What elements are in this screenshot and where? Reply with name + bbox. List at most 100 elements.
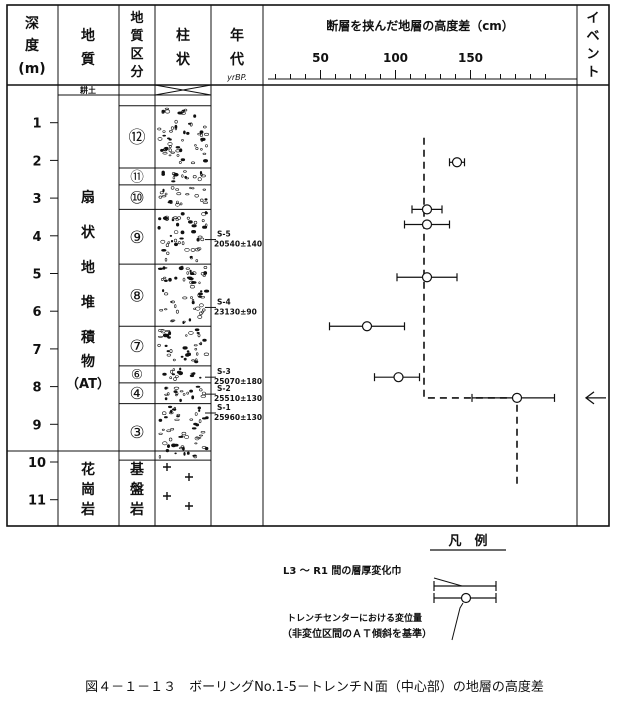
pebble (170, 300, 173, 303)
pebble (190, 248, 196, 252)
age-header: 年 代 yrBP. (226, 27, 247, 82)
pebble (195, 247, 200, 252)
pebble (181, 174, 184, 178)
pebble (170, 320, 174, 323)
pebble (168, 331, 172, 336)
pebble (173, 377, 177, 382)
pebble (167, 137, 171, 140)
figure-caption: 図４－１－１３ ボーリングNo.1-5－トレンチＮ面（中心部）の地層の高度差 (85, 680, 544, 695)
pebble (163, 416, 168, 419)
pebble (202, 152, 207, 155)
pebble (160, 239, 166, 244)
pebble (186, 451, 190, 455)
trend-layer (423, 137, 518, 485)
pebble (174, 242, 179, 247)
pebble (168, 437, 173, 442)
pebble (164, 257, 168, 262)
pebble (199, 303, 204, 308)
geology-header-1: 地 (81, 27, 95, 44)
topsoil-box (154, 84, 212, 96)
pebble (165, 386, 169, 390)
unit-header-1: 地 (130, 10, 143, 26)
pebble (180, 158, 186, 162)
unit-header-3: 区 (130, 47, 143, 62)
pebble (202, 274, 206, 277)
depth-label-6: 6 (32, 305, 41, 320)
unit-header: 地 質 区 分 (130, 10, 143, 80)
pebble (199, 376, 202, 379)
pebble (167, 444, 171, 449)
pebble (183, 130, 186, 135)
pebble (201, 212, 207, 217)
pebble (193, 114, 197, 118)
data-point-2 (421, 219, 433, 230)
pebble (200, 148, 203, 151)
depth-label-4: 4 (32, 230, 41, 245)
pebble (194, 436, 200, 441)
pebble (200, 431, 206, 434)
pebble (178, 161, 182, 164)
pebble (197, 333, 201, 338)
pebble (175, 149, 181, 153)
unit-header-4: 分 (130, 64, 143, 80)
unit-label-1: ⑪ (130, 169, 144, 185)
fan-char-1: 扇 (81, 189, 95, 206)
pebble (172, 358, 176, 362)
pebble (159, 309, 164, 312)
pebble (163, 279, 168, 282)
pebble (199, 130, 204, 134)
pebble (162, 188, 165, 193)
pebble (164, 308, 168, 311)
sample-id-1: S-4 (217, 297, 231, 306)
pebble (179, 390, 184, 393)
pebble (165, 243, 169, 247)
pebble (202, 308, 206, 312)
pebble (193, 220, 198, 225)
pebble (182, 277, 186, 282)
pebble (162, 266, 166, 270)
pebble (164, 344, 168, 348)
pebble (191, 271, 197, 276)
chart-title: 断層を挟んだ地層の高度差（cm） (326, 18, 514, 33)
depth-header-1: 深 (25, 15, 39, 32)
pebble (170, 186, 175, 190)
pebble (171, 218, 175, 222)
fan-char-4: 堆 (81, 294, 95, 311)
pebble (171, 172, 176, 176)
pebble (161, 172, 165, 176)
pebble (164, 292, 169, 296)
pebble (192, 175, 197, 179)
pebble (164, 397, 168, 401)
pebble (181, 431, 187, 436)
fan-code: （AT） (66, 376, 110, 392)
pebble (182, 346, 188, 350)
depth-label-11: 11 (28, 494, 46, 509)
pebble (197, 177, 202, 182)
legend-point-label-1: トレンチセンターにおける変位量 (287, 612, 422, 624)
pebble (186, 131, 190, 135)
pebble (162, 372, 167, 376)
sample-id-4: S-1 (217, 403, 231, 412)
unit-label-7: ④ (130, 384, 145, 403)
depth-label-3: 3 (32, 192, 41, 207)
pebble (197, 315, 203, 319)
pebble (185, 193, 190, 196)
pebble (157, 137, 163, 141)
pebble (168, 411, 174, 415)
pebble (193, 454, 198, 459)
sample-age-4: 25960±130 (214, 413, 262, 422)
x-tick-label-150: 150 (458, 51, 483, 65)
pebble (180, 230, 185, 235)
pebble (191, 187, 195, 190)
pebble (182, 393, 186, 396)
pebble (176, 413, 181, 417)
unit-label-6: ⑥ (131, 367, 143, 383)
pebble (166, 333, 170, 338)
pebble (170, 240, 174, 243)
pebble (198, 281, 201, 285)
event-header-3: ン (586, 47, 599, 62)
trend-line (423, 137, 518, 485)
pebble (183, 357, 187, 361)
pebble (202, 188, 207, 191)
